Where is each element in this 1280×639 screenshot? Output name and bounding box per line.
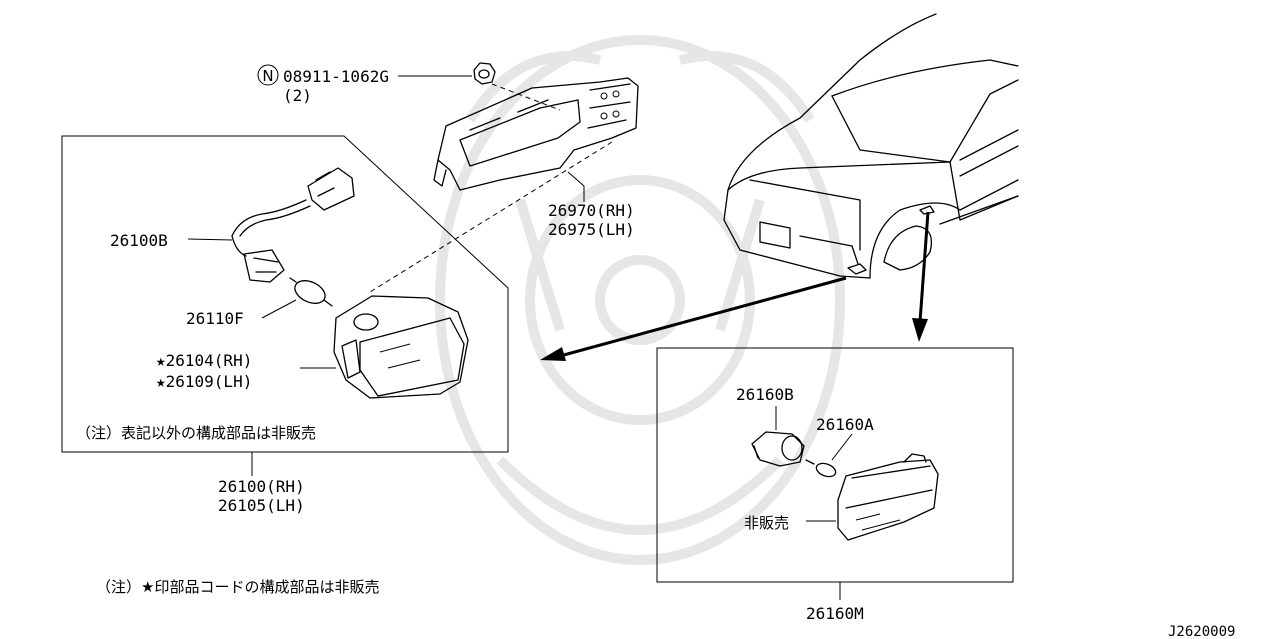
nut-symbol: N bbox=[262, 67, 273, 85]
bracket-rh-label: 26970(RH) bbox=[548, 201, 635, 220]
bulb-part bbox=[261, 277, 333, 319]
nut-qty-label: (2) bbox=[283, 86, 312, 105]
nut-part bbox=[473, 62, 561, 111]
bulb-label: 26110F bbox=[186, 309, 244, 328]
arrow-to-side-marker-icon bbox=[912, 211, 930, 342]
side-bulb-label: 26160A bbox=[816, 415, 874, 434]
side-marker-box bbox=[656, 347, 1014, 583]
nut-code-label: 08911-1062G bbox=[283, 67, 389, 86]
side-not-sold-label: 非販売 bbox=[744, 514, 789, 532]
fog-lamp-box bbox=[61, 135, 509, 453]
lens-rh-label: ★26104(RH) bbox=[156, 351, 252, 370]
footer-note: （注）★印部品コードの構成部品は非販売 bbox=[96, 578, 379, 596]
harness-label: 26100B bbox=[110, 231, 168, 250]
car-front-view-illustration-icon bbox=[723, 13, 1019, 279]
assembly-rh-label: 26100(RH) bbox=[218, 477, 305, 496]
assembly-lh-label: 26105(LH) bbox=[218, 496, 305, 515]
samurai-helmet-watermark-icon bbox=[435, 35, 845, 565]
harness-part bbox=[187, 167, 355, 283]
diagram-code: J2620009 bbox=[1168, 624, 1235, 639]
side-bulb-part bbox=[805, 459, 837, 478]
arrow-to-fog-lamp-icon bbox=[540, 276, 847, 361]
side-socket-part bbox=[751, 431, 805, 467]
nut-callout: N 08911-1062G (2) bbox=[257, 64, 472, 105]
bracket-lh-label: 26975(LH) bbox=[548, 220, 635, 239]
side-assembly-label: 26160M bbox=[806, 604, 864, 623]
lens-lh-label: ★26109(LH) bbox=[156, 372, 252, 391]
box-note: （注）表記以外の構成部品は非販売 bbox=[76, 424, 316, 442]
fog-lamp-part bbox=[300, 295, 469, 399]
side-socket-label: 26160B bbox=[736, 385, 794, 404]
side-marker-lamp-part bbox=[837, 453, 939, 541]
bracket-part bbox=[369, 77, 639, 293]
